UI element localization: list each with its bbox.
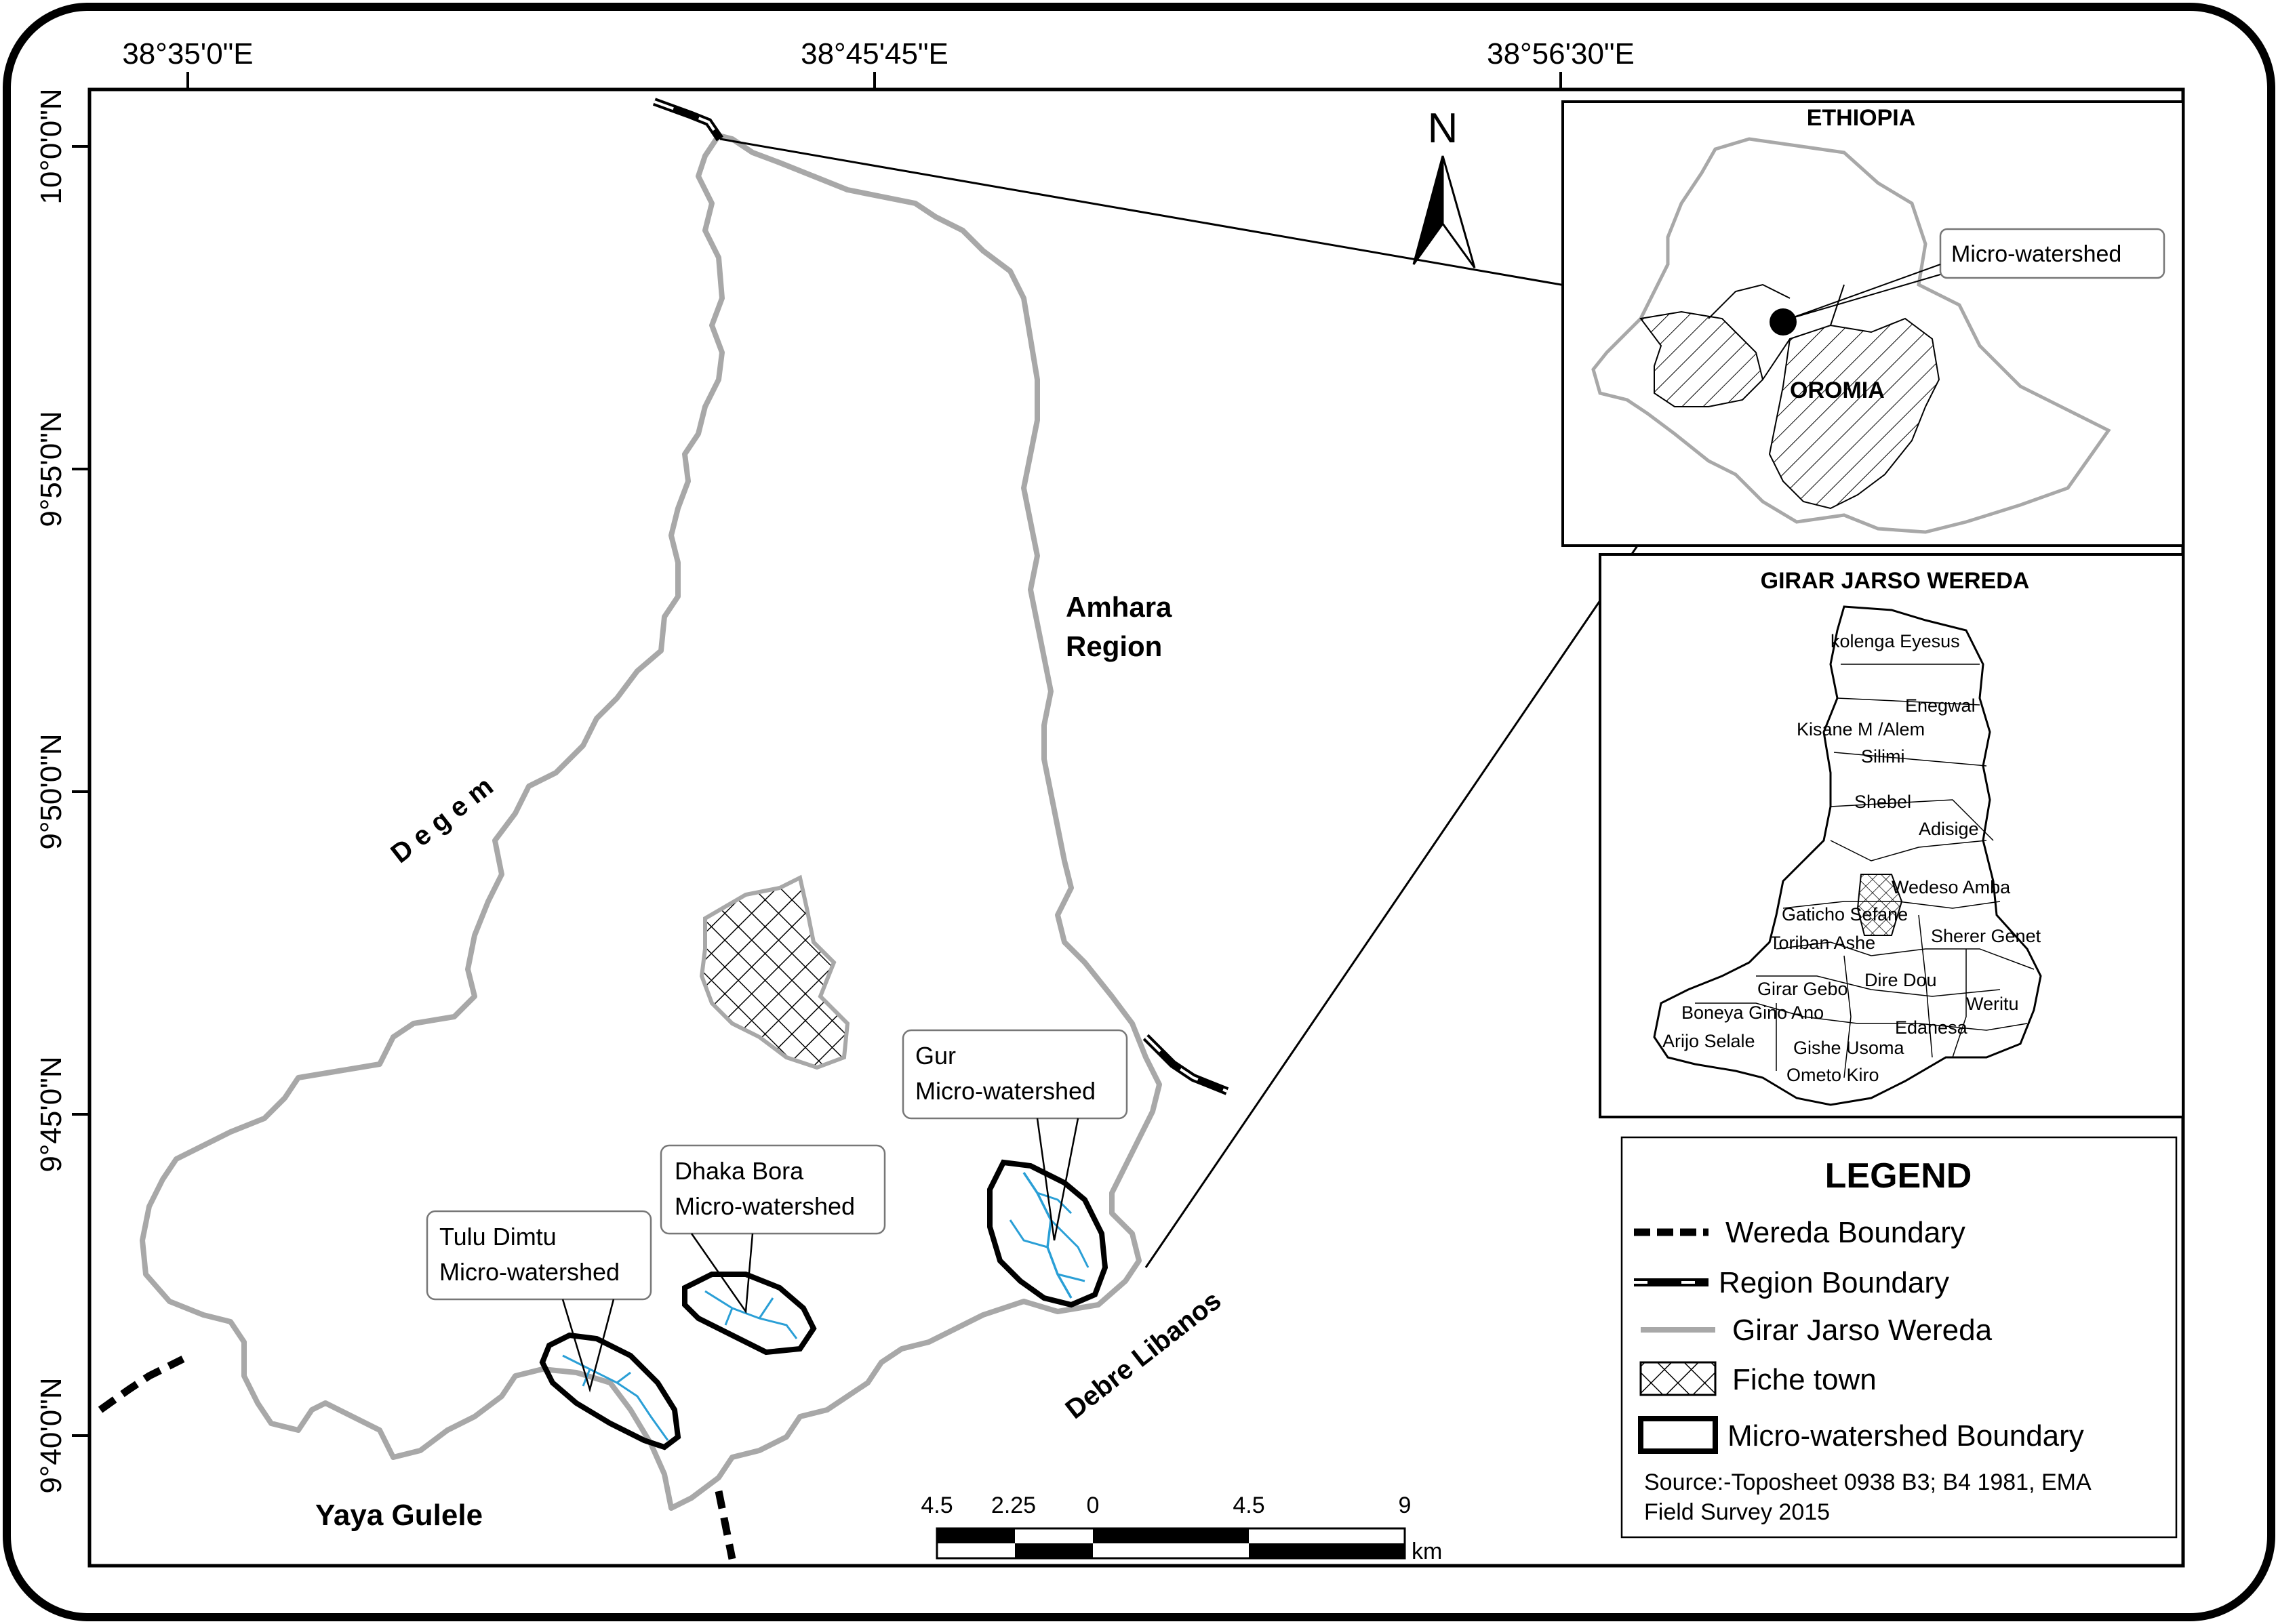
kebele-label: Silimi: [1861, 746, 1905, 767]
inset-title: GIRAR JARSO WEREDA: [1761, 568, 2030, 594]
legend: LEGEND Wereda Boundary Region Boundary G…: [1620, 1136, 2178, 1539]
dhaka-bora-micro-watershed: [682, 1272, 817, 1356]
latitude-label: 9°50'0"N: [35, 733, 68, 849]
legend-item: Girar Jarso Wereda: [1732, 1314, 1993, 1347]
tulu-dimtu-micro-watershed: [539, 1332, 681, 1450]
kebele-label: Edanesa: [1895, 1017, 1968, 1038]
inset-callout-text: Micro-watershed: [1951, 241, 2121, 267]
scale-unit: km: [1412, 1539, 1442, 1564]
oromia-label: OROMIA: [1790, 378, 1885, 403]
kebele-label: kolenga Eyesus: [1831, 631, 1960, 651]
kebele-label: Gaticho Sefane: [1782, 904, 1908, 925]
legend-swatch-micro-watershed: [1638, 1416, 1718, 1454]
callout-title: Dhaka Bora: [675, 1157, 804, 1185]
latitude-label: 9°45'0"N: [35, 1056, 68, 1172]
dhaka-bora-callout: Dhaka Bora Micro-watershed: [660, 1144, 886, 1314]
girar-jarso-wereda-boundary: [140, 133, 1162, 1511]
source-text: Source:-Toposheet 0938 B3; B4 1981, EMA: [1644, 1469, 2092, 1495]
degem-label: D e g e m: [385, 771, 498, 869]
scale-label: 4.5: [921, 1493, 953, 1518]
source-text: Field Survey 2015: [1644, 1499, 1830, 1525]
gur-micro-watershed: [987, 1159, 1108, 1308]
tulu-dimtu-callout: Tulu Dimtu Micro-watershed: [426, 1210, 652, 1393]
region-boundary: [652, 98, 1229, 1095]
kebele-label: Boneya Gino Ano: [1681, 1002, 1824, 1023]
kebele-label: Girar Gebo: [1757, 979, 1848, 999]
legend-item: Region Boundary: [1719, 1266, 1949, 1299]
kebele-label: Ometo Kiro: [1786, 1065, 1879, 1085]
latitude-ticks: 10°0'0"N 9°55'0"N 9°50'0"N 9°45'0"N 9°40…: [35, 88, 89, 1494]
legend-item: Micro-watershed Boundary: [1727, 1419, 2084, 1453]
latitude-label: 9°40'0"N: [35, 1377, 68, 1493]
wereda-boundary: [98, 1356, 736, 1560]
oromia-region: [1639, 310, 1940, 510]
amhara-region-label: Amhara: [1066, 591, 1172, 623]
scale-label: 2.25: [991, 1493, 1036, 1518]
kebele-label: Sherer Genet: [1931, 926, 2041, 946]
callout-subtitle: Micro-watershed: [439, 1258, 620, 1286]
kebele-label: Gishe Usoma: [1793, 1038, 1905, 1058]
stream: [704, 1290, 798, 1339]
micro-watershed-location-marker: [1770, 308, 1797, 336]
legend-swatch-fiche: [1639, 1361, 1717, 1396]
kebele-label: Enegwal: [1905, 695, 1976, 716]
north-label: N: [1428, 105, 1458, 152]
inset-title: ETHIOPIA: [1807, 105, 1916, 131]
stream: [1009, 1192, 1090, 1282]
callout-subtitle: Micro-watershed: [915, 1077, 1096, 1105]
scale-bar: 4.5 2.25 0 4.5 9 km: [921, 1493, 1442, 1564]
kebele-label: Dire Dou: [1864, 970, 1937, 990]
longitude-ticks: 38°35'0"E 38°45'45"E 38°56'30"E: [122, 37, 1635, 89]
longitude-label: 38°35'0"E: [122, 37, 253, 70]
ethiopia-inset: ETHIOPIA OROMIA Micro-watershed: [1561, 100, 2184, 547]
legend-title: LEGEND: [1825, 1156, 1972, 1196]
callout-title: Tulu Dimtu: [439, 1223, 557, 1251]
kebele-label: Wedeso Amba: [1892, 877, 2011, 897]
north-arrow: N: [1412, 105, 1476, 268]
fiche-town: [699, 874, 850, 1070]
scale-label: 0: [1087, 1493, 1100, 1518]
outer-frame: [3, 3, 2275, 1621]
fiche-town-inset: [1856, 874, 1903, 936]
kebele-boundaries: [1695, 664, 2035, 1078]
kebele-label: Kisane M /Alem: [1797, 719, 1925, 739]
girar-jarso-inset: GIRAR JARSO WEREDA kolenga Eyesus Enegwa…: [1599, 553, 2184, 1118]
kebele-label: Adisige: [1919, 819, 1979, 839]
latitude-label: 10°0'0"N: [35, 88, 68, 204]
latitude-label: 9°55'0"N: [35, 411, 68, 527]
stream: [1022, 1172, 1073, 1299]
kebele-label: Weritu: [1966, 994, 2019, 1014]
callout-subtitle: Micro-watershed: [675, 1192, 855, 1220]
legend-item: Fiche town: [1732, 1363, 1877, 1396]
longitude-label: 38°45'45"E: [801, 37, 948, 70]
scale-label: 4.5: [1233, 1493, 1264, 1518]
kebele-label: Toriban Ashe: [1770, 933, 1875, 953]
amhara-region-label: Region: [1066, 630, 1162, 662]
legend-item: Wereda Boundary: [1725, 1216, 1965, 1249]
kebele-label: Shebel: [1854, 792, 1911, 812]
longitude-label: 38°56'30"E: [1487, 37, 1635, 70]
yaya-gulele-label: Yaya Gulele: [315, 1499, 483, 1532]
scale-label: 9: [1399, 1493, 1412, 1518]
gur-callout: Gur Micro-watershed: [902, 1029, 1128, 1241]
kebele-label: Arijo Selale: [1662, 1031, 1755, 1051]
callout-title: Gur: [915, 1042, 956, 1070]
